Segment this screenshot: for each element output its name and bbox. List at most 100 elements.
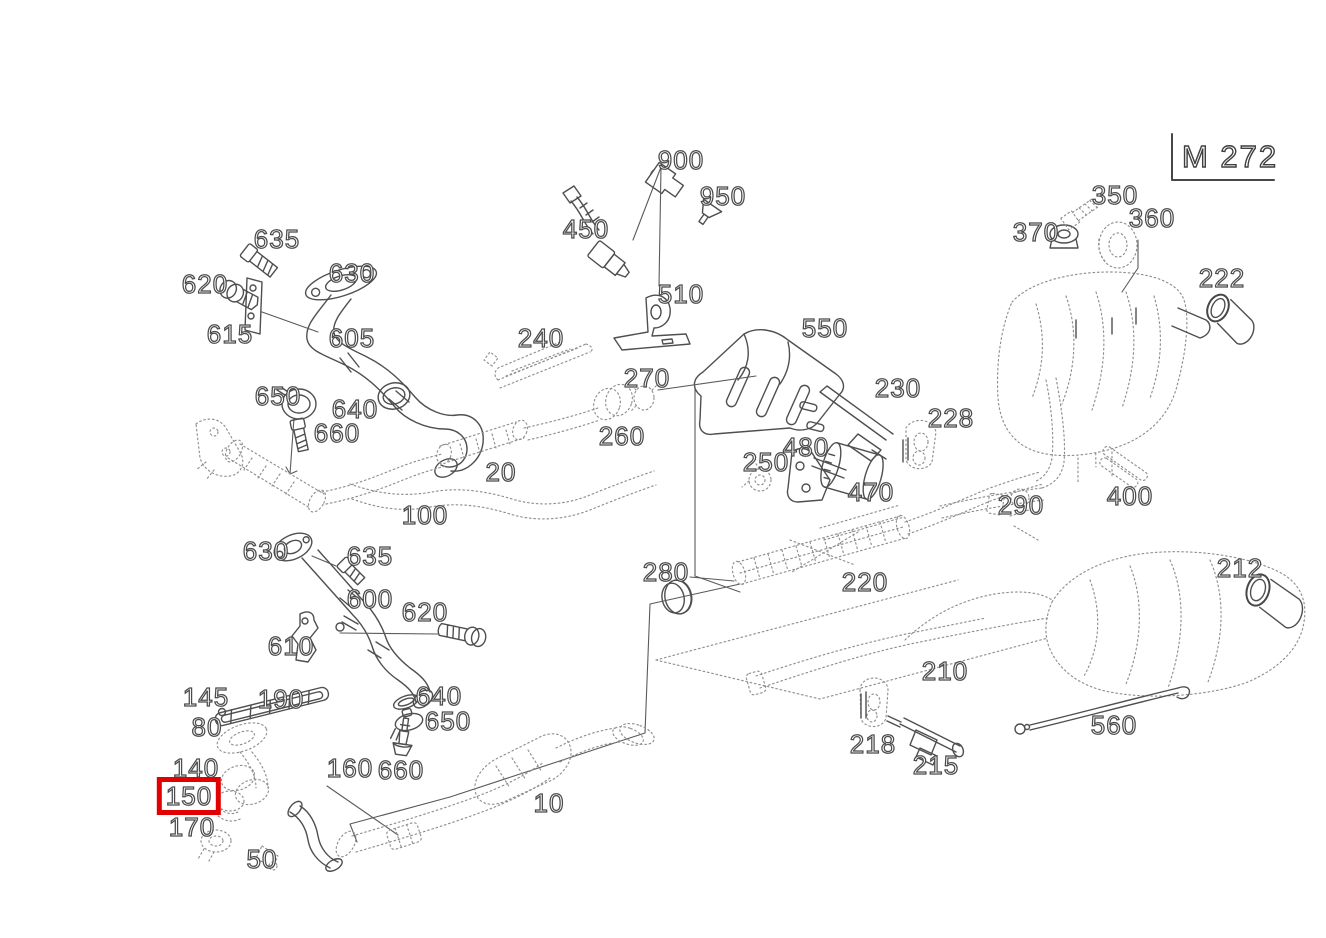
part-drawing-620-bottom (339, 622, 487, 648)
model-code-label: M 272 (1181, 139, 1279, 174)
part-label-210[interactable]: 210 (921, 656, 969, 686)
part-label-600[interactable]: 600 (346, 584, 394, 614)
part-drawing-20 (436, 407, 601, 465)
part-label-640-bottom[interactable]: 640 (415, 681, 463, 711)
part-label-230[interactable]: 230 (874, 373, 922, 403)
part-label-900[interactable]: 900 (657, 145, 705, 175)
part-drawing-50 (255, 800, 343, 872)
part-label-250[interactable]: 250 (742, 447, 790, 477)
part-label-10[interactable]: 10 (533, 788, 565, 818)
part-label-510[interactable]: 510 (657, 279, 705, 309)
part-drawing-250 (741, 461, 772, 492)
part-drawing-210 (745, 551, 1306, 697)
part-drawing-260 (593, 383, 633, 421)
part-label-222[interactable]: 222 (1198, 263, 1246, 293)
part-label-228[interactable]: 228 (927, 403, 975, 433)
part-label-650-bottom[interactable]: 650 (424, 706, 472, 736)
part-label-635-top[interactable]: 635 (253, 224, 301, 254)
part-drawing-630-top (304, 265, 378, 301)
part-label-660-top[interactable]: 660 (313, 418, 361, 448)
part-label-640-top[interactable]: 640 (331, 394, 379, 424)
part-label-215[interactable]: 215 (912, 750, 960, 780)
part-drawing-rear-muffler-top (939, 239, 1211, 519)
part-drawing-640-top (377, 382, 411, 410)
part-label-480[interactable]: 480 (782, 432, 830, 462)
part-label-280[interactable]: 280 (642, 557, 690, 587)
part-label-630-top[interactable]: 630 (328, 258, 376, 288)
part-label-615[interactable]: 615 (206, 319, 254, 349)
part-label-260[interactable]: 260 (598, 421, 646, 451)
part-label-550[interactable]: 550 (801, 313, 849, 343)
part-drawing-630-bottom (273, 532, 313, 562)
part-label-360[interactable]: 360 (1128, 203, 1176, 233)
part-label-160[interactable]: 160 (326, 753, 374, 783)
part-label-350[interactable]: 350 (1091, 180, 1139, 210)
part-drawing-100 (195, 418, 657, 520)
model-code-bracket (1171, 133, 1275, 181)
part-drawing-370 (1049, 224, 1079, 249)
part-label-190[interactable]: 190 (257, 684, 305, 714)
part-label-270[interactable]: 270 (623, 363, 671, 393)
part-drawing-228 (902, 419, 937, 470)
part-drawing-950 (698, 198, 723, 226)
part-label-650-top[interactable]: 650 (254, 381, 302, 411)
part-drawing-510 (613, 166, 691, 351)
part-drawing-660-top (289, 417, 309, 453)
chassis-reference-lines (655, 579, 1049, 700)
part-label-450[interactable]: 450 (562, 214, 610, 244)
part-drawing-560 (1014, 686, 1191, 735)
part-label-560[interactable]: 560 (1090, 710, 1138, 740)
part-label-80[interactable]: 80 (191, 712, 223, 742)
part-drawing-615 (244, 277, 319, 335)
part-drawing-480 (786, 447, 847, 503)
part-drawing-660-bottom (392, 717, 413, 757)
part-label-620-bottom[interactable]: 620 (401, 597, 449, 627)
part-drawing-170 (197, 829, 232, 862)
part-label-950[interactable]: 950 (699, 181, 747, 211)
part-label-620-top[interactable]: 620 (181, 269, 229, 299)
part-drawing-212 (1245, 573, 1304, 629)
part-label-145[interactable]: 145 (182, 682, 230, 712)
part-label-370[interactable]: 370 (1012, 217, 1060, 247)
part-label-290[interactable]: 290 (997, 490, 1045, 520)
part-drawing-140 (220, 764, 270, 806)
part-drawing-280 (661, 579, 693, 615)
part-label-630-bottom[interactable]: 630 (242, 536, 290, 566)
part-label-635-bottom[interactable]: 635 (346, 541, 394, 571)
part-label-660-bottom[interactable]: 660 (377, 755, 425, 785)
part-drawing-635-top (239, 243, 279, 278)
part-drawing-605 (306, 294, 484, 478)
part-drawing-220 (731, 471, 1044, 586)
part-drawing-270 (629, 383, 659, 413)
part-drawing-218 (859, 677, 889, 728)
part-drawing-240 (483, 341, 593, 389)
part-label-50[interactable]: 50 (246, 844, 278, 874)
part-label-20[interactable]: 20 (485, 457, 517, 487)
part-label-212[interactable]: 212 (1216, 553, 1264, 583)
part-drawing-215 (886, 715, 965, 766)
part-label-470[interactable]: 470 (847, 477, 895, 507)
part-label-170[interactable]: 170 (168, 812, 216, 842)
part-drawing-550 (693, 329, 845, 436)
part-drawing-900 (644, 161, 685, 198)
part-drawing-190 (214, 686, 330, 727)
part-label-605[interactable]: 605 (328, 323, 376, 353)
part-drawing-10 (335, 722, 655, 858)
part-drawing-150 (215, 790, 245, 822)
part-label-610[interactable]: 610 (267, 631, 315, 661)
part-drawing-450 (562, 185, 630, 278)
part-label-100[interactable]: 100 (401, 500, 449, 530)
part-drawing-222 (1206, 293, 1255, 345)
part-drawing-640-bottom (392, 694, 420, 710)
part-label-240[interactable]: 240 (517, 323, 565, 353)
part-label-400[interactable]: 400 (1106, 481, 1154, 511)
part-label-150[interactable]: 150 (156, 777, 222, 815)
part-label-220[interactable]: 220 (841, 567, 889, 597)
part-drawing-635-bottom (311, 555, 366, 586)
part-label-218[interactable]: 218 (849, 729, 897, 759)
part-drawing-360 (1098, 221, 1138, 269)
part-drawing-350 (1060, 197, 1101, 231)
